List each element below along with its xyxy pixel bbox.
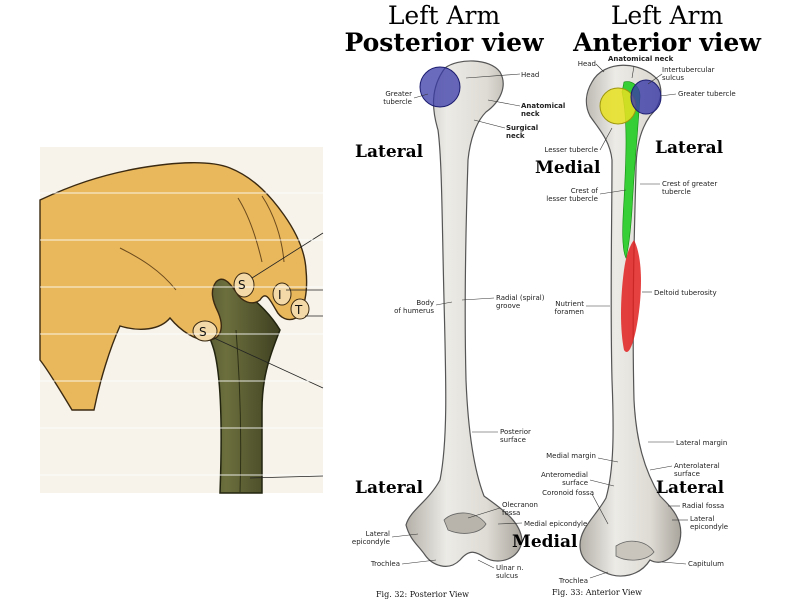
lesser-tubercle-highlight (599, 87, 637, 125)
label-post-head: Head (521, 71, 540, 79)
posterior-header-line1: Left Arm (387, 1, 501, 30)
leader-line (249, 475, 324, 479)
label-ant-nutrient-foramen: Nutrient foramen (554, 300, 584, 316)
label-ant-coronoid-fossa: Coronoid fossa (542, 489, 594, 497)
label-ant-deltoid-tuberosity: Deltoid tuberosity (654, 289, 717, 297)
label-ant-trochlea: Trochlea (558, 577, 588, 585)
label-ant-greater-tubercle: Greater tubercle (678, 90, 736, 98)
thumb-crease (119, 247, 177, 291)
label-ant-crest-lesser-tubercle: Crest of lesser tubercle (546, 187, 598, 203)
caption-anterior: Fig. 33: Anterior View (552, 588, 642, 597)
trochlea-shape (615, 540, 655, 561)
label-ant-medial-margin: Medial margin (546, 452, 596, 460)
label-ant-head: Head (577, 60, 596, 68)
side-label-medial-bottom: Medial (512, 532, 578, 552)
side-label-lateral-anterior-bottom: Lateral (656, 478, 725, 498)
label-post-lateral-epicondyle: Lateral epicondyle (351, 530, 390, 546)
label-post-ulnar-sulcus: Ulnar n. sulcus (496, 564, 524, 580)
label-post-anatomical-neck: Anatomical neck (521, 102, 566, 118)
panel-rule-lines (40, 192, 323, 476)
side-label-lateral-posterior-bottom: Lateral (355, 478, 424, 498)
greater-tubercle-highlight-anterior (630, 79, 662, 115)
hand-letter-i: I (278, 288, 282, 302)
posterior-header-line2: Posterior view (344, 28, 544, 57)
label-ant-anteromedial-surface: Anteromedial surface (540, 471, 588, 487)
posterior-bone-outline (405, 60, 523, 567)
hand-letter-s-upper: S (238, 278, 246, 292)
anterior-view-header: Left Arm Anterior view (566, 2, 768, 56)
label-post-body-of-humerus: Body of humerus (394, 299, 434, 315)
anterior-header-line1: Left Arm (610, 1, 724, 30)
label-ant-intertubercular-sulcus: Intertubercular sulcus (662, 66, 715, 82)
hand-letter-t: T (295, 303, 303, 317)
label-post-posterior-surface: Posterior surface (500, 428, 531, 444)
label-ant-anatomical-neck: Anatomical neck (608, 55, 674, 63)
grip-object-edge (235, 329, 242, 494)
caption-posterior: Fig. 32: Posterior View (376, 590, 470, 599)
label-post-surgical-neck: Surgical neck (506, 124, 539, 140)
label-post-trochlea: Trochlea (370, 560, 400, 568)
label-post-olecranon-fossa: Olecranon fossa (502, 501, 538, 517)
side-label-lateral-posterior-top: Lateral (355, 142, 424, 162)
olecranon-fossa-shape (443, 512, 487, 534)
nail-i (272, 282, 292, 306)
label-post-medial-epicondyle: Medial epicondyle (524, 520, 588, 528)
deltoid-tuberosity-highlight (621, 240, 641, 352)
nail-s-upper (233, 272, 255, 298)
label-post-radial-groove: Radial (spiral) groove (496, 294, 545, 310)
nail-t (290, 298, 310, 320)
finger-crease (237, 197, 263, 263)
label-ant-capitulum: Capitulum (688, 560, 724, 568)
leader-line (213, 337, 324, 389)
label-ant-lateral-margin: Lateral margin (676, 439, 728, 447)
anterior-header-line2: Anterior view (573, 28, 761, 57)
hand-grip-illustration (39, 147, 324, 494)
label-ant-crest-greater-tubercle: Crest of greater tubercle (662, 180, 718, 196)
posterior-view-header: Left Arm Posterior view (338, 2, 550, 56)
anterior-humerus (579, 64, 682, 577)
label-ant-radial-fossa: Radial fossa (682, 502, 725, 510)
hand-letter-s-lower: S (199, 325, 207, 339)
nail-s-lower (192, 320, 218, 342)
bone-label-leaders (391, 63, 688, 579)
greater-tubercle-highlight-posterior (419, 66, 461, 108)
label-ant-lateral-epicondyle: Lateral epicondyle (690, 515, 729, 531)
label-ant-lesser-tubercle: Lesser tubercle (544, 146, 598, 154)
finger-crease (261, 195, 285, 263)
label-ant-anterolateral-surface: Anterolateral surface (674, 462, 720, 478)
label-post-greater-tubercle: Greater tubercle (383, 90, 412, 106)
posterior-humerus (405, 60, 523, 567)
side-label-lateral-anterior-top: Lateral (655, 138, 724, 158)
side-label-medial-anterior-top: Medial (535, 158, 601, 178)
